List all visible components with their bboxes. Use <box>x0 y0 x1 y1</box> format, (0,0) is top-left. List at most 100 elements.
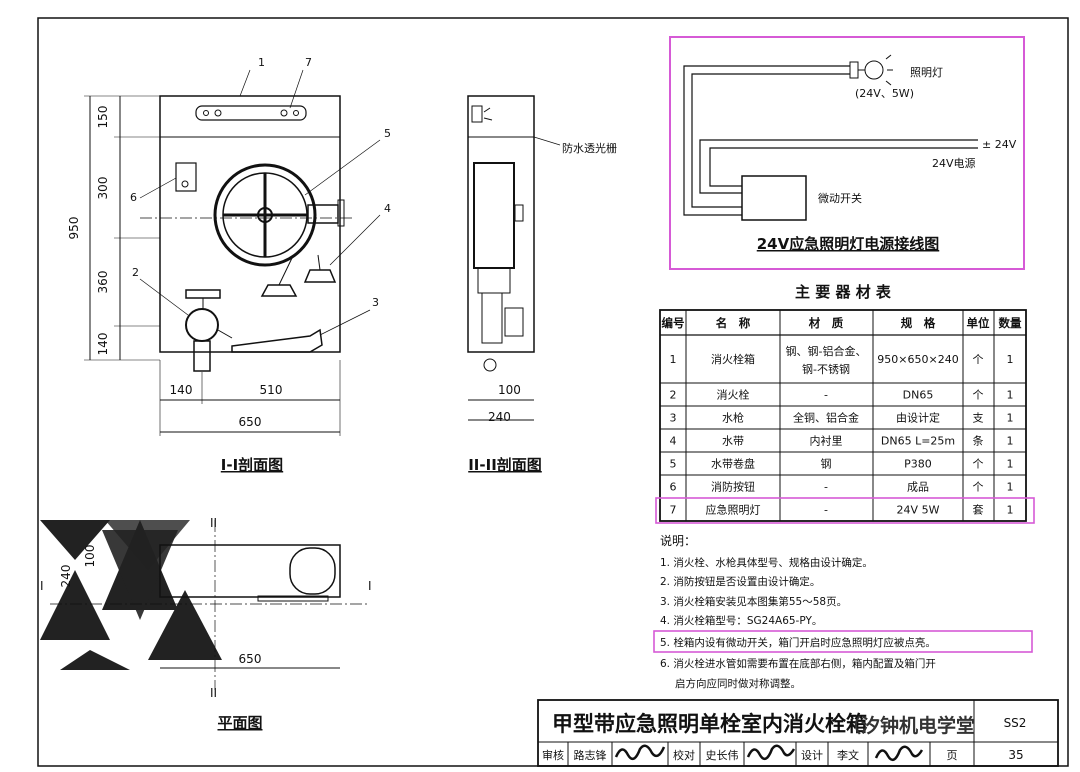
plan-cut-II-bottom: II <box>210 686 217 700</box>
power-24v-label: 24V电源 <box>932 156 976 170</box>
waterproof-grille-label: 防水透光栅 <box>562 141 617 155</box>
dim-360: 360 <box>96 271 110 294</box>
cell-spec: 成品 <box>907 481 929 494</box>
dim-950: 950 <box>67 217 81 240</box>
review-name: 路志锋 <box>574 749 607 762</box>
notes-heading: 说明： <box>660 533 696 548</box>
cell-unit: 个 <box>973 458 984 471</box>
vertical-dims <box>84 95 160 361</box>
dim-300: 300 <box>96 177 110 200</box>
note-5: 5. 栓箱内设有微动开关，箱门开启时应急照明灯应被点亮。 <box>660 636 936 649</box>
callout-4: 4 <box>384 202 391 215</box>
dim-650: 650 <box>239 415 262 429</box>
note-2: 2. 消防按钮是否设置由设计确定。 <box>660 575 820 588</box>
cell-no: 4 <box>670 435 677 448</box>
cell-qty: 1 <box>1007 412 1014 425</box>
cell-spec: 950×650×240 <box>877 353 958 366</box>
dim-140h: 140 <box>170 383 193 397</box>
water-gun <box>231 328 323 353</box>
cell-qty: 1 <box>1007 481 1014 494</box>
cell-unit: 个 <box>973 481 984 494</box>
cell-spec: DN65 <box>903 389 934 402</box>
review-label: 审核 <box>542 748 564 762</box>
dim-100-side: 100 <box>498 383 521 397</box>
cell-name: 水枪 <box>722 411 744 425</box>
callout-6: 6 <box>130 191 137 204</box>
cell-unit: 个 <box>973 389 984 402</box>
cell-material: - <box>824 389 828 402</box>
cell-material: 钢、钢-铝合金、 <box>786 344 867 358</box>
cell-name: 消火栓箱 <box>711 352 755 366</box>
cell-qty: 1 <box>1007 458 1014 471</box>
cell-no: 7 <box>670 504 677 517</box>
cell-material: 内衬里 <box>810 434 843 448</box>
dim-240-side: 240 <box>488 410 511 424</box>
th-qty: 数量 <box>999 316 1022 330</box>
fire-button <box>175 162 197 192</box>
cell-no: 3 <box>670 412 677 425</box>
review-signature <box>614 744 666 761</box>
cell-no: 5 <box>670 458 677 471</box>
th-material: 材 质 <box>809 316 844 330</box>
dim-510: 510 <box>260 383 283 397</box>
cell-name: 水带卷盘 <box>711 457 755 471</box>
note-6: 6. 消火栓进水管如需要布置在底部右侧，箱内配置及箱门开 <box>660 657 936 670</box>
lamp-bar <box>195 105 307 121</box>
callout-3: 3 <box>372 296 379 309</box>
wiring-title: 24V应急照明灯电源接线图 <box>757 235 939 253</box>
cell-spec: 由设计定 <box>896 411 940 425</box>
cabinet-side <box>467 95 535 353</box>
check-label: 校对 <box>673 748 695 762</box>
cell-material: - <box>824 481 828 494</box>
design-label: 设计 <box>801 749 823 762</box>
cell-qty: 1 <box>1007 435 1014 448</box>
micro-switch-box <box>741 175 807 221</box>
th-name: 名 称 <box>716 316 751 330</box>
plan-cut-I-right: I <box>368 579 372 593</box>
cell-material: 全铜、铝合金 <box>793 411 859 425</box>
hydrant-valve <box>185 289 233 372</box>
cell-name: 消防按钮 <box>711 480 755 494</box>
cell-unit: 套 <box>973 504 984 517</box>
callout-5: 5 <box>384 127 391 140</box>
note-5-highlight <box>653 630 1033 653</box>
hose-reel <box>213 163 345 267</box>
cell-qty: 1 <box>1007 504 1014 517</box>
micro-switch-label: 微动开关 <box>818 191 862 205</box>
cell-qty: 1 <box>1007 389 1014 402</box>
plan-cut-II-top: II <box>210 516 217 530</box>
dim-140v: 140 <box>96 333 110 356</box>
wiring-highlight <box>669 36 1025 270</box>
cell-material: 钢 <box>821 458 832 471</box>
section-1-1: 150 300 950 360 140 140 510 650 1 7 5 6 … <box>67 56 391 474</box>
callout-2: 2 <box>132 266 139 279</box>
plan-view: II II I I 100 240 650 平面图 <box>40 516 372 732</box>
plan-dim-650: 650 <box>239 652 262 666</box>
cell-no: 1 <box>670 353 677 366</box>
design-name: 李文 <box>837 748 859 762</box>
row7-highlight <box>655 497 1035 524</box>
plan-dim-240: 240 <box>59 565 73 588</box>
cell-spec: DN65 L=25m <box>881 435 955 448</box>
cell-material: - <box>824 504 828 517</box>
cell-name: 消火栓 <box>717 388 750 402</box>
callout-1: 1 <box>258 56 265 69</box>
title-block: 甲型带应急照明单栓室内消火栓箱 （汐钟机电学堂 SS2 审核 路志锋 校对 史长… <box>537 699 1059 767</box>
cell-no: 6 <box>670 481 677 494</box>
plan-label: 平面图 <box>217 714 262 732</box>
design-signature <box>874 745 924 762</box>
note-1: 1. 消火栓、水枪具体型号、规格由设计确定。 <box>660 556 873 569</box>
note-4: 4. 消火栓箱型号：SG24A65-PY。 <box>660 614 822 627</box>
note-6-cont: 启方向应同时做对称调整。 <box>675 677 801 690</box>
section-1-1-label: I-I剖面图 <box>221 456 283 474</box>
cell-material: 钢-不锈钢 <box>802 363 850 376</box>
plan-cut-I-left: I <box>40 579 44 593</box>
cell-no: 2 <box>670 389 677 402</box>
table-title: 主 要 器 材 表 <box>795 283 892 301</box>
callout-7: 7 <box>305 56 312 69</box>
lamp-spec: (24V、5W) <box>855 87 914 100</box>
cell-unit: 条 <box>973 434 984 448</box>
table-body: 1 消火栓箱 950×650×240 个 1 钢、钢-铝合金、钢-不锈钢 2 消火栓 DN65 个… <box>670 344 1014 517</box>
